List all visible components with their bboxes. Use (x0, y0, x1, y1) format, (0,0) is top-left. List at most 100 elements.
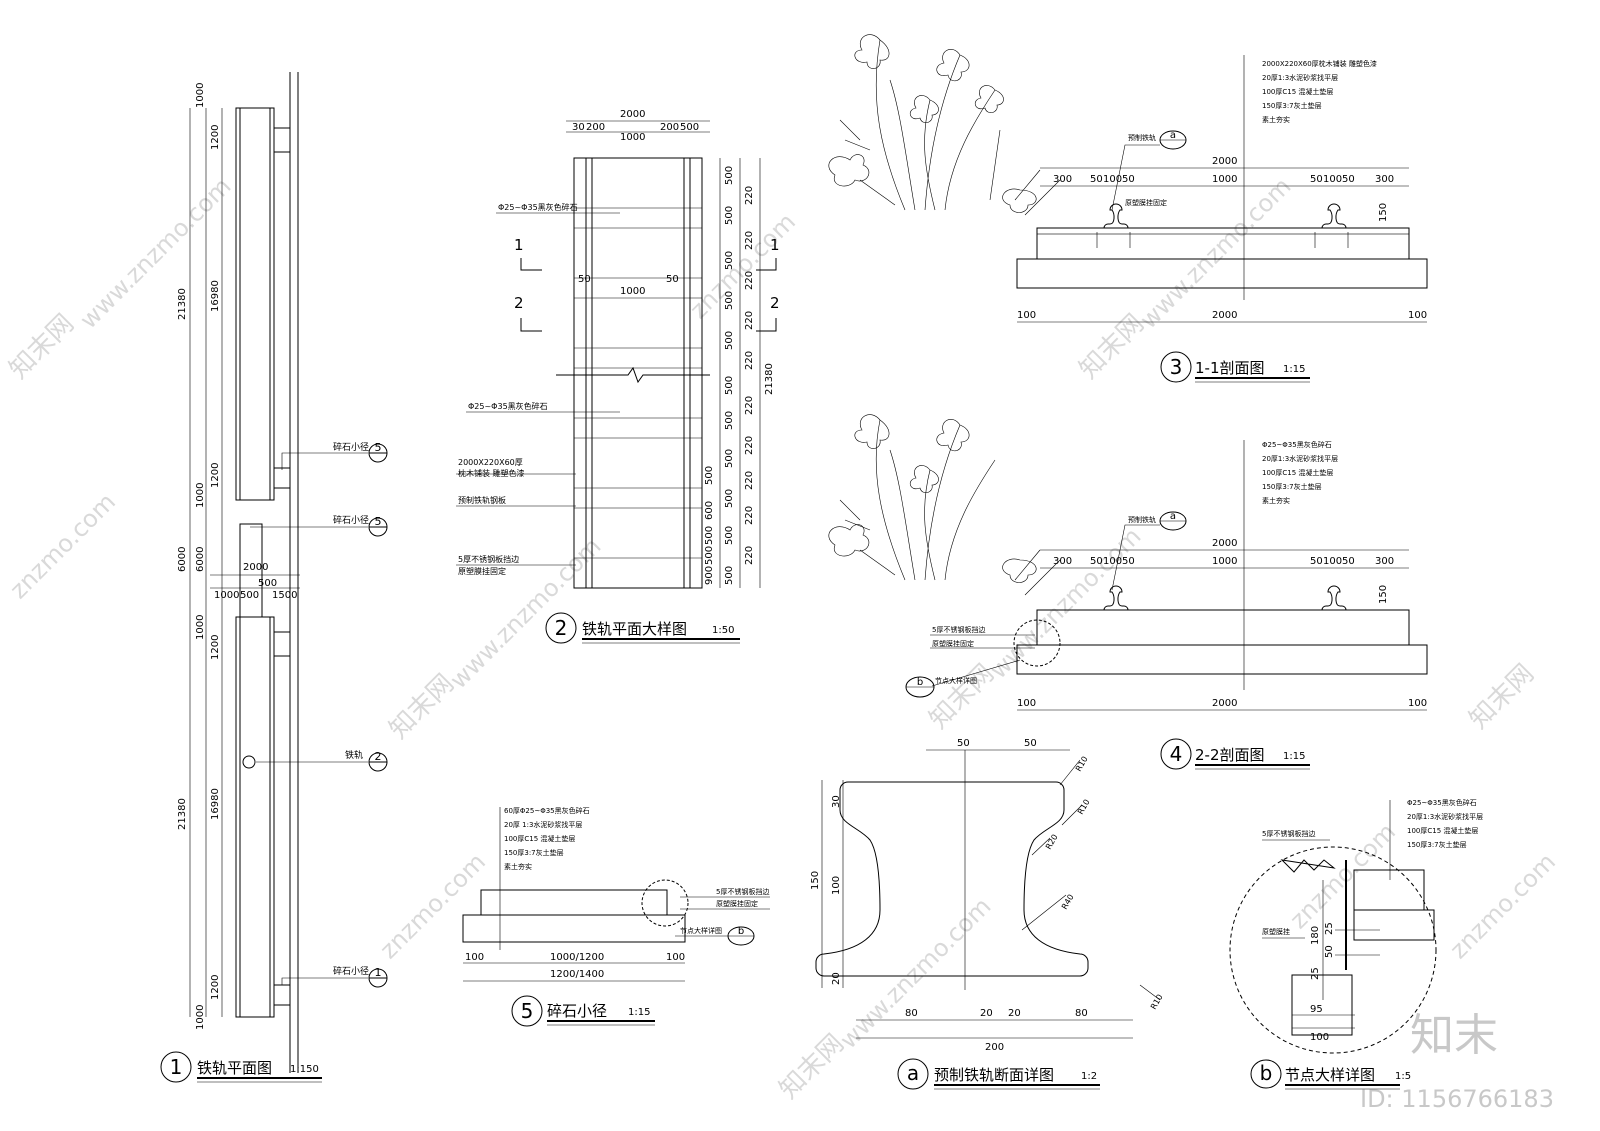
dim-label: 21380 (764, 363, 775, 395)
dim-label: 300 (1375, 556, 1394, 567)
dim-label: 500 (724, 566, 735, 585)
dim-label: 500 (704, 526, 715, 545)
dim-label: 500 (240, 590, 259, 601)
dim-label: 100 (1323, 174, 1342, 185)
dim-label: 500 (680, 122, 699, 133)
node-scale: 1:5 (1395, 1071, 1411, 1082)
dim-label: 30 (831, 795, 842, 808)
dim-label: 25 (1324, 922, 1335, 935)
plan-label: 铁轨 (345, 749, 363, 761)
plant-illustration (828, 34, 1061, 596)
dim-label: 220 (744, 231, 755, 250)
dim-label: 100 (1310, 1032, 1329, 1043)
watermark: 知末网 (4, 309, 80, 385)
dim-label: 50 (1024, 738, 1037, 749)
watermark: znzmo.com (1444, 848, 1561, 965)
dim-label: 300 (1375, 174, 1394, 185)
dim-label: 220 (744, 311, 755, 330)
note: 20厚1:3水泥砂浆找平层 (1262, 73, 1338, 82)
dim-label: 100 (465, 952, 484, 963)
ref-tag: 1 (375, 966, 382, 979)
ref-tag: b (738, 926, 744, 937)
note: 20厚 1:3水泥砂浆找平层 (504, 820, 582, 829)
watermarks: 知末网 www.znzmo.com znzmo.com 知末网 www.znzm… (4, 172, 1561, 1105)
dim-label: 50 (1122, 556, 1135, 567)
dim-label: 500 (724, 291, 735, 310)
dim-label: 2000 (1212, 156, 1237, 167)
dim-label: 220 (744, 271, 755, 290)
note: Φ25~Φ35黑灰色碎石 (1407, 798, 1477, 807)
note: 枕木铺装 雕塑色漆 (458, 468, 525, 478)
dim-label: 220 (744, 186, 755, 205)
rail-section-detail: 50 50 30 100 20 150 80 20 20 80 200 R10 … (810, 738, 1165, 1090)
dim-label: 100 (1408, 698, 1427, 709)
dim-label: 20 (980, 1008, 993, 1019)
ref-tag: 2 (375, 750, 382, 763)
dim-label: 500 (724, 251, 735, 270)
dim-label: 20 (831, 972, 842, 985)
watermark: 知末网 (1464, 659, 1540, 735)
dim-label: 500 (724, 449, 735, 468)
note: 150厚3:7灰土垫层 (1407, 840, 1467, 849)
dim-label: 50 (1090, 556, 1103, 567)
dim-label: 50 (1324, 945, 1335, 958)
dim-label: 1000 (195, 1005, 206, 1030)
note: 预制铁轨 (1128, 133, 1156, 142)
dim-label: 1200 (210, 125, 221, 150)
note: Φ25~Φ35黑灰色碎石 (468, 401, 548, 411)
brand-logo: 知末 (1410, 1010, 1498, 1061)
path5-title: 碎石小径 (547, 1002, 607, 1020)
title-number: a (907, 1061, 919, 1085)
dim-label: 600 (704, 501, 715, 520)
dim-label: 100 (831, 876, 842, 895)
dim-label: 2000 (1212, 538, 1237, 549)
dim-label: 500 (724, 489, 735, 508)
dim-label: 100 (1323, 556, 1342, 567)
radius-label: R10 (1149, 993, 1165, 1011)
dim-label: 180 (1310, 926, 1321, 945)
dim-label: 1000 (195, 83, 206, 108)
dim-label: 1200 (210, 975, 221, 1000)
plan-label: 碎石小径 (333, 441, 369, 453)
dim-label: 21380 (177, 798, 188, 830)
title-number: 2 (555, 616, 568, 640)
dim-label: 16980 (210, 788, 221, 820)
note: 节点大样详图 (935, 676, 977, 685)
rail-scale: 1:2 (1081, 1071, 1097, 1082)
radius-label: R40 (1060, 893, 1076, 911)
ref-tag: a (1170, 130, 1176, 141)
note: 2000X220X60厚枕木铺装 雕塑色漆 (1262, 59, 1377, 68)
dim-label: 220 (744, 471, 755, 490)
note: 20厚1:3水泥砂浆找平层 (1407, 812, 1483, 821)
dim-label: 500 (258, 578, 277, 589)
dim-label: 1000 (195, 615, 206, 640)
dim-label: 50 (1090, 174, 1103, 185)
ref-tag: b (917, 677, 923, 688)
dim-label: 100 (1017, 698, 1036, 709)
dim-label: 50 (1122, 174, 1135, 185)
dim-label: 2000 (620, 109, 645, 120)
plan-scale: 1:150 (290, 1064, 319, 1075)
rail-title: 预制铁轨断面详图 (934, 1066, 1054, 1084)
note: 60厚Φ25~Φ35黑灰色碎石 (504, 806, 590, 815)
dim-label: 2000 (1212, 698, 1237, 709)
note: 素土夯实 (1262, 115, 1290, 124)
dim-label: 1000 (1212, 556, 1237, 567)
note: 100厚C15 混凝土垫层 (1407, 826, 1478, 835)
section22-title: 2-2剖面图 (1195, 746, 1265, 764)
dim-label: 150 (1378, 203, 1389, 222)
dim-label: 1200/1400 (550, 969, 604, 980)
note: 150厚3:7灰土垫层 (1262, 101, 1322, 110)
dim-label: 220 (744, 546, 755, 565)
dim-label: 500 (724, 166, 735, 185)
dim-label: 1000/1200 (550, 952, 604, 963)
dim-label: 150 (810, 871, 821, 890)
plan-title: 铁轨平面图 (197, 1059, 272, 1077)
dim-label: 300 (1053, 556, 1072, 567)
note: 2000X220X60厚 (458, 458, 523, 467)
radius-label: R10 (1076, 798, 1092, 816)
dim-label: 6000 (195, 547, 206, 572)
dim-label: 21380 (177, 288, 188, 320)
note: Φ25~Φ35黑灰色碎石 (1262, 440, 1332, 449)
note: 5厚不锈钢板挡边 (716, 887, 769, 896)
